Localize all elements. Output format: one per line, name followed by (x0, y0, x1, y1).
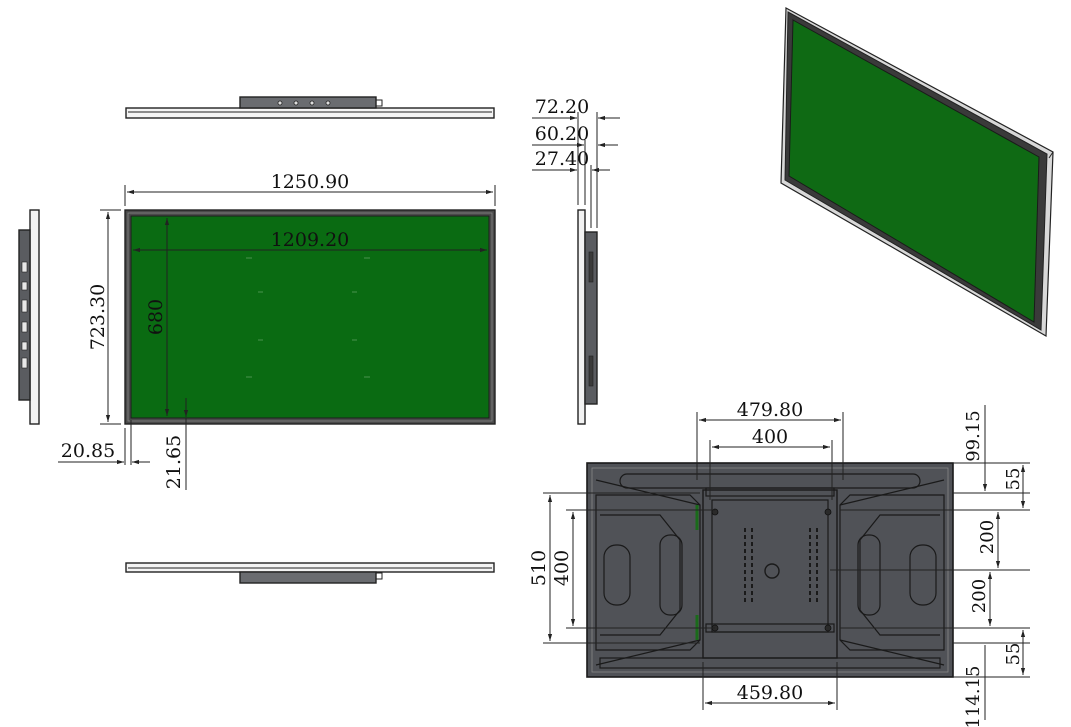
dim-back-top-offset: 99.15 (963, 410, 984, 462)
top-view-bracket (239, 96, 377, 109)
dim-right-55-bottom: 55 (1003, 643, 1024, 666)
dim-bezel-bottom: 21.65 (163, 435, 185, 489)
dim-overall-width: 1250.90 (271, 171, 350, 193)
top-view-frame (125, 107, 495, 119)
dim-back-height-outer: 510 (528, 550, 550, 586)
dim-bezel-side: 20.85 (61, 440, 115, 462)
bottom-view (125, 562, 495, 584)
dim-depth-mid: 60.20 (535, 123, 589, 145)
dim-back-width-vesa: 400 (752, 426, 788, 448)
dim-screen-height: 680 (145, 299, 167, 335)
dim-back-bottom-offset: 114.15 (963, 666, 984, 727)
dim-back-bottom-width: 459.80 (737, 682, 803, 704)
isometric-view (780, 7, 1054, 338)
dim-back-height-vesa: 400 (551, 550, 573, 586)
back-view: 479.80 400 459.80 510 400 99.15 55 (528, 399, 1030, 727)
top-view (125, 96, 495, 119)
front-view: 1250.90 1209.20 723.30 680 20.85 21.65 (58, 171, 496, 490)
dim-right-200-upper: 200 (977, 520, 998, 554)
dim-depth-panel: 27.40 (535, 148, 589, 170)
dim-right-55-top: 55 (1003, 468, 1024, 491)
left-side-view (18, 209, 40, 425)
dim-right-200-lower: 200 (969, 579, 990, 613)
dim-depth-total: 72.20 (535, 96, 589, 118)
dim-back-width-outer: 479.80 (737, 399, 803, 421)
right-side-view: 72.20 60.20 27.40 (532, 96, 620, 425)
isometric-screen (788, 19, 1040, 323)
dim-screen-width: 1209.20 (271, 229, 350, 251)
dim-overall-height: 723.30 (87, 284, 109, 350)
